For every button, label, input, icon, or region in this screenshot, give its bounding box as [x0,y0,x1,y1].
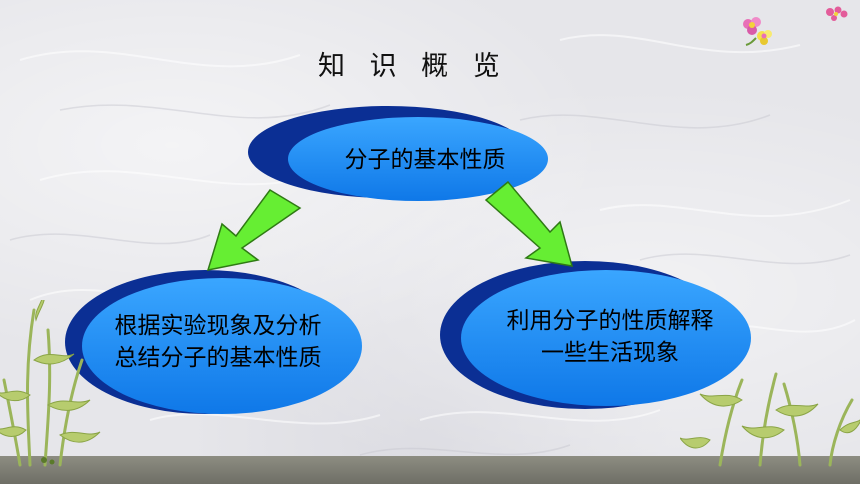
right-node-shape [440,261,751,409]
left-node-line2: 总结分子的基本性质 [114,345,322,371]
corner-logo-icon [826,6,848,21]
left-node-shape [65,270,362,414]
grass-icon [680,372,860,467]
grass-icon [0,300,101,467]
right-node-line1: 利用分子的性质解释 [506,308,714,334]
right-node-label: 利用分子的性质解释 一些生活现象 [460,305,760,369]
left-node-label: 根据实验现象及分析 总结分子的基本性质 [78,310,358,374]
slide-title: 知 识 概 览 [318,51,508,82]
arrow-icon [484,180,574,267]
arrow-icon [206,189,302,271]
ground-strip [0,456,860,484]
right-node-line2: 一些生活现象 [541,340,679,366]
top-node-label: 分子的基本性质 [344,147,506,173]
flower-icon [743,17,772,46]
top-node-shape [248,106,548,201]
left-node-line1: 根据实验现象及分析 [114,313,322,339]
